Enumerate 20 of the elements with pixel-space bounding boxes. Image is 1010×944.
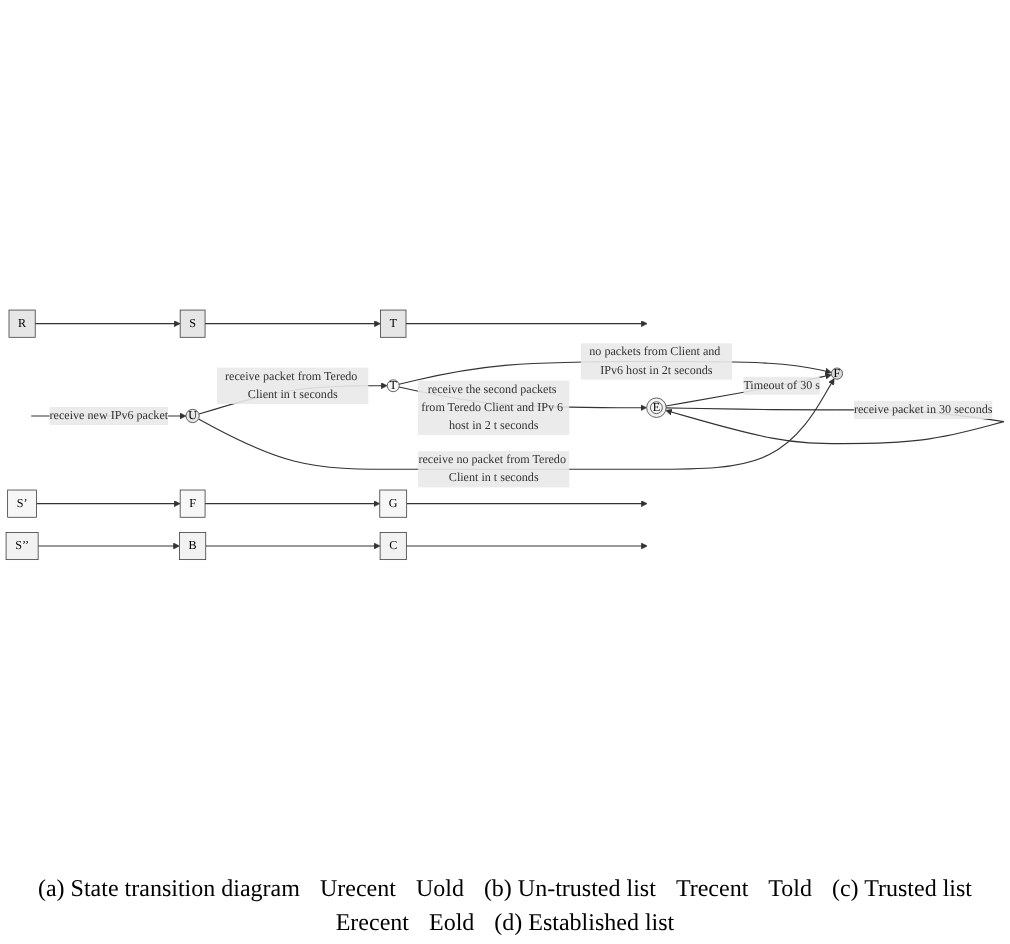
caption-text: Eold — [428, 908, 475, 938]
arrow — [36, 499, 181, 507]
arrow — [204, 499, 381, 507]
arrow — [205, 541, 381, 549]
caption-text: (b) Un-trusted list — [483, 874, 656, 904]
caption-text: Told — [768, 874, 812, 904]
arrow — [34, 319, 181, 327]
caption-text: Erecent — [335, 908, 409, 938]
caption-text: Urecent — [319, 874, 396, 904]
arrow — [405, 319, 648, 327]
caption-text: Uold — [415, 874, 464, 904]
caption-text: (a) State transition diagram — [37, 874, 300, 904]
arrow — [406, 499, 648, 507]
arrow — [405, 541, 648, 549]
caption-text: Trecent — [675, 874, 749, 904]
caption-text: (c) Trusted list — [831, 874, 972, 904]
caption-text: (d) Established list — [494, 908, 675, 938]
arrow — [204, 319, 381, 327]
arrow — [665, 372, 832, 406]
arrow — [37, 541, 180, 549]
